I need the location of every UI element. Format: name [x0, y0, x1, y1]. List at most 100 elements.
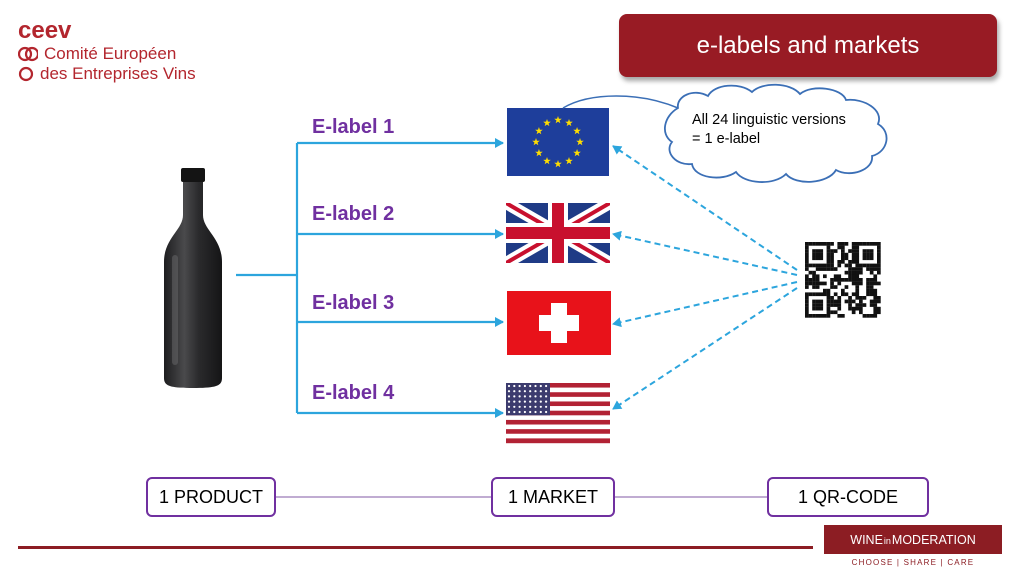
qr-module: [841, 256, 845, 261]
us-star: [507, 410, 511, 414]
qr-module: [859, 306, 863, 311]
ceev-logo: Comité Européen des Entreprises Vins: [18, 44, 196, 83]
qr-module: [808, 281, 813, 286]
us-stripe: [506, 438, 610, 444]
qr-module: [869, 267, 874, 271]
qr-module: [851, 281, 856, 286]
qr-module: [823, 274, 827, 279]
qr-module: [819, 267, 824, 271]
qr-module: [826, 296, 831, 300]
qr-module: [833, 274, 838, 279]
us-star: [513, 410, 516, 414]
qr-module: [830, 252, 834, 257]
qr-module: [819, 252, 824, 257]
qr-module: [830, 310, 834, 315]
elabel-3: E-label 3: [312, 292, 395, 314]
qr-module: [855, 278, 860, 282]
qr-module: [837, 281, 842, 286]
qr-module: [866, 263, 870, 268]
us-star: [513, 395, 516, 398]
qr-module: [823, 263, 827, 268]
qr-module: [805, 314, 809, 318]
qr-module: [866, 242, 870, 246]
qr-module: [841, 278, 845, 282]
qr-module: [812, 270, 816, 275]
qr-module: [837, 245, 842, 250]
qr-module: [859, 296, 863, 300]
qr-module: [862, 252, 867, 257]
eu-star: [543, 157, 551, 165]
qr-module: [837, 274, 842, 279]
qr-module: [823, 242, 827, 246]
us-star: [513, 400, 516, 403]
qr-module: [805, 310, 809, 315]
qr-module: [873, 310, 878, 315]
qr-module: [841, 249, 845, 253]
qr-module: [841, 242, 845, 246]
qr-module: [855, 256, 860, 261]
qr-module: [837, 242, 842, 246]
qr-module: [855, 281, 860, 286]
qr-module: [805, 260, 809, 264]
us-star: [523, 390, 527, 393]
qr-module: [812, 278, 816, 282]
qr-module: [869, 292, 874, 297]
qr-module: [805, 256, 809, 261]
qr-module: [851, 252, 856, 257]
product-box: 1 PRODUCT: [146, 477, 276, 517]
qr-module: [805, 292, 809, 297]
qr-module: [848, 260, 852, 264]
us-stripe: [506, 406, 610, 411]
qr-module: [819, 281, 824, 286]
qr-module: [844, 256, 849, 261]
qr-module: [826, 242, 831, 246]
qr-module: [873, 314, 878, 318]
qr-module: [873, 296, 878, 300]
qr-module: [848, 263, 852, 268]
qr-module: [837, 260, 842, 264]
qr-module: [859, 242, 863, 246]
qr-module: [812, 299, 816, 304]
qr-module: [826, 292, 831, 297]
qr-module: [869, 252, 874, 257]
qr-module: [823, 267, 827, 271]
qr-module: [812, 252, 816, 257]
qr-module: [826, 303, 831, 307]
us-star: [513, 390, 516, 393]
logo-circle-icon: [18, 66, 34, 81]
qr-module: [815, 281, 820, 286]
us-star: [539, 410, 542, 414]
qr-module: [851, 292, 856, 297]
qr-module: [830, 256, 834, 261]
qr-module: [830, 278, 834, 282]
qr-module: [844, 285, 849, 289]
qr-module: [805, 267, 809, 271]
us-stripe: [506, 383, 610, 388]
qr-module: [869, 314, 874, 318]
qr-module: [848, 296, 852, 300]
qr-module: [812, 242, 816, 246]
qr-module: [844, 242, 849, 246]
qr-module: [877, 245, 881, 250]
us-star: [545, 400, 548, 403]
qr-module: [851, 260, 856, 264]
us-stripe: [506, 429, 610, 434]
qr-module: [826, 306, 831, 311]
cloud-line-2: = 1 e-label: [692, 131, 761, 147]
qr-module: [869, 288, 874, 293]
qr-module: [855, 306, 860, 311]
qr-module: [855, 296, 860, 300]
qr-module: [812, 256, 816, 261]
qr-module: [877, 267, 881, 271]
qr-module: [855, 252, 860, 257]
us-star: [534, 405, 537, 408]
eu-star: [565, 157, 573, 165]
qr-module: [819, 292, 824, 297]
us-star: [513, 384, 516, 388]
qr-module: [805, 242, 809, 246]
qr-module: [866, 267, 870, 271]
us-star: [539, 390, 542, 393]
qr-module: [812, 285, 816, 289]
qr-module: [877, 281, 881, 286]
